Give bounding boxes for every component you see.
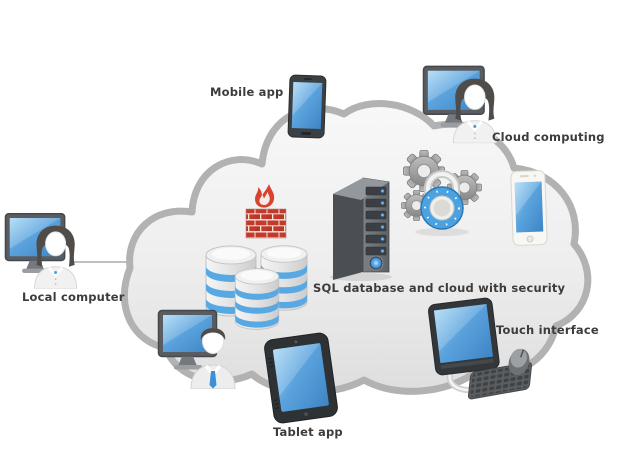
label-touch-interface: Touch interface xyxy=(496,323,599,337)
server-tower-icon xyxy=(328,170,394,282)
label-local-computer: Local computer xyxy=(22,290,125,304)
label-mobile-app: Mobile app xyxy=(210,85,284,99)
diagram-caption: SQL database and cloud with security xyxy=(313,281,566,295)
all-in-one-computer-icon xyxy=(424,297,550,406)
touch-monitor xyxy=(428,297,500,394)
firewall-icon xyxy=(243,184,289,240)
security-gears-padlock-icon xyxy=(401,148,485,238)
local-computer-user-icon xyxy=(4,211,90,290)
white-smartphone-icon xyxy=(508,169,551,248)
label-cloud-computing: Cloud computing xyxy=(492,130,605,144)
smartphone-icon xyxy=(282,74,332,139)
mouse-icon xyxy=(508,348,530,376)
tablet-icon xyxy=(260,331,341,426)
label-tablet-app: Tablet app xyxy=(273,425,343,439)
man-at-computer-icon xyxy=(157,309,247,389)
